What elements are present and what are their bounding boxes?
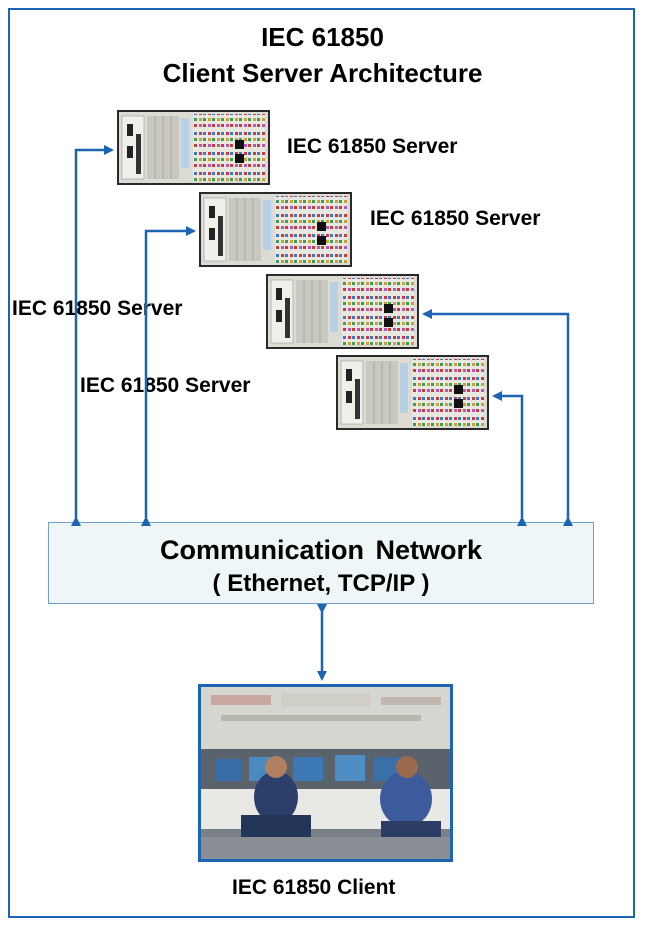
title-line-2: Client Server Architecture bbox=[162, 58, 483, 88]
title-line-1: IEC 61850 bbox=[261, 22, 384, 52]
network-subtitle: ( Ethernet, TCP/IP ) bbox=[212, 570, 430, 597]
diagram-frame bbox=[8, 8, 635, 918]
server-label-2: IEC 61850 Server bbox=[370, 207, 541, 230]
client-label: IEC 61850 Client bbox=[232, 876, 396, 899]
link-server-2 bbox=[141, 226, 196, 526]
network-title: Communication Network bbox=[159, 535, 483, 565]
client-control-room-image bbox=[198, 684, 453, 862]
control-room-illustration bbox=[201, 687, 450, 859]
communication-network-box: Communication Network ( Ethernet, TCP/IP… bbox=[48, 522, 594, 604]
server-label-1: IEC 61850 Server bbox=[287, 135, 458, 158]
link-server-3 bbox=[422, 309, 573, 526]
link-server-4 bbox=[492, 391, 527, 526]
link-server-1 bbox=[71, 145, 114, 526]
